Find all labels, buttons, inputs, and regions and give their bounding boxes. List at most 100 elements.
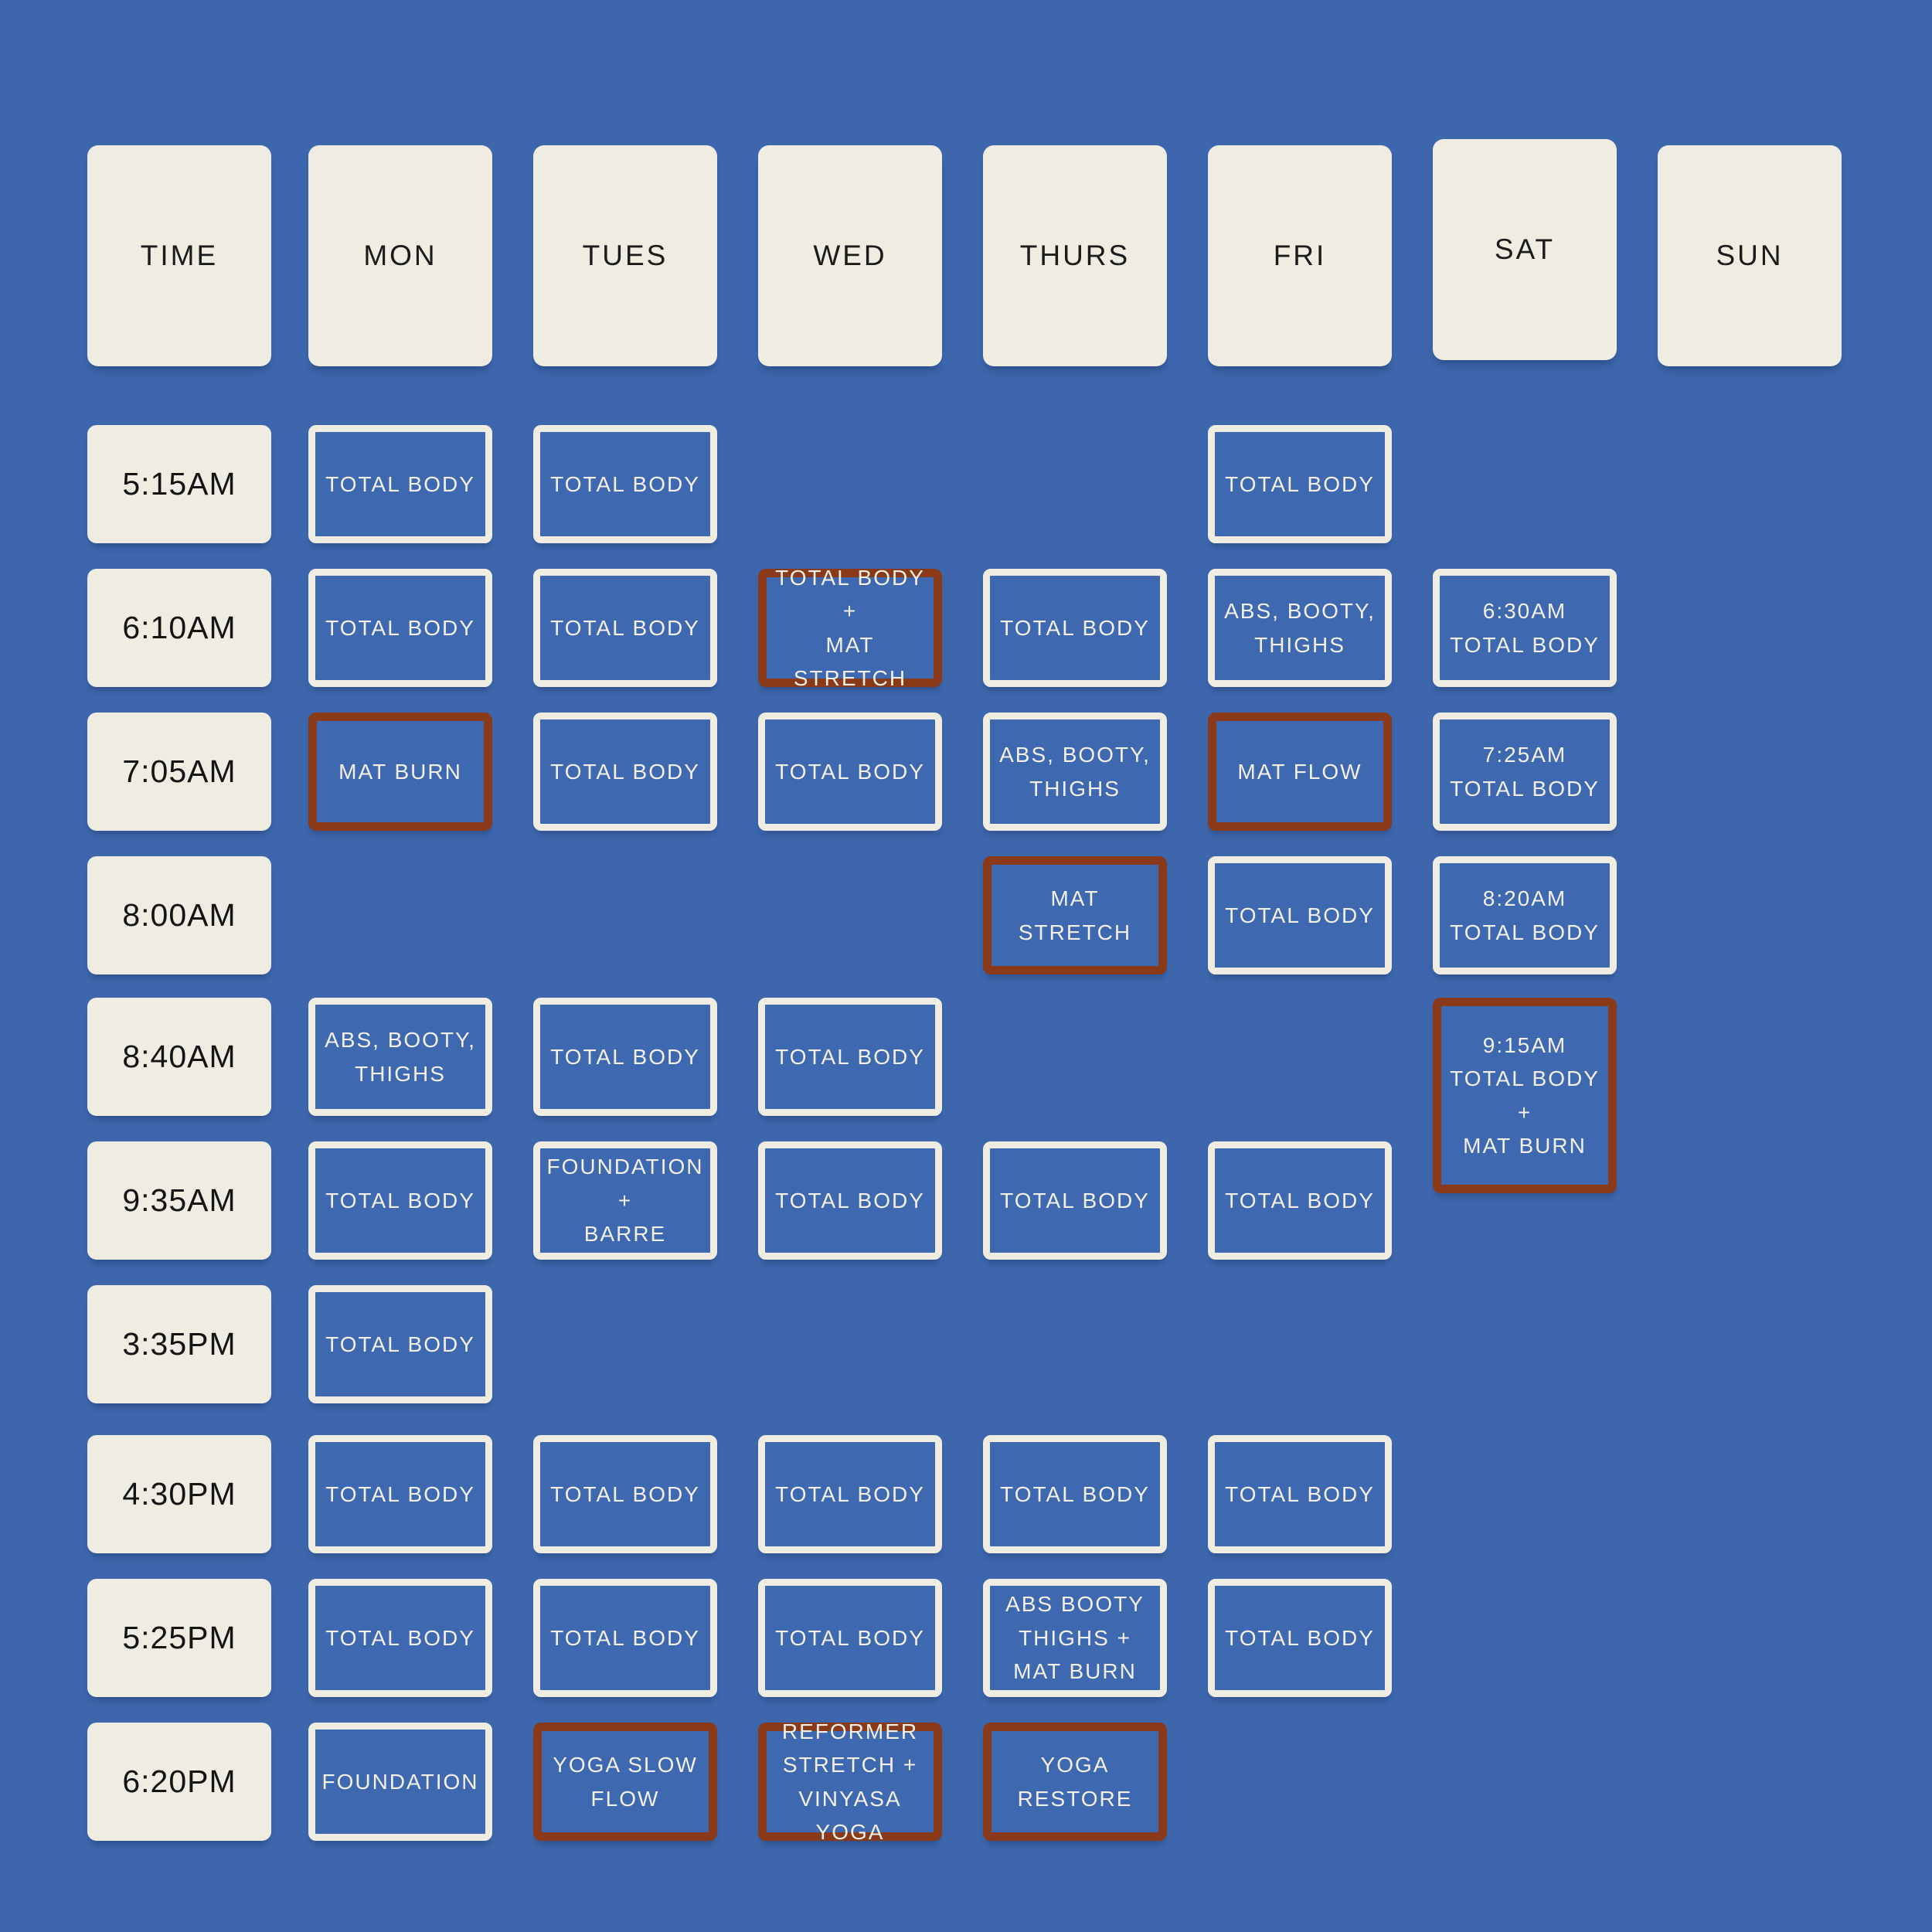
time-cell-3:35pm: 3:35PM — [87, 1285, 271, 1403]
class-cell-label: 9:15AM — [1482, 1032, 1567, 1057]
class-cell-mon-6:20pm: FOUNDATION — [308, 1723, 492, 1841]
class-cell-label: YOGA — [1040, 1753, 1110, 1777]
class-cell-label: TOTAL BODY — [325, 1332, 475, 1356]
class-cell-tues-6:10am: TOTAL BODY — [533, 569, 717, 687]
class-cell-sat-8:40am: 9:15AM TOTAL BODY + MAT BURN — [1433, 998, 1617, 1193]
time-cell-7:05am: 7:05AM — [87, 713, 271, 831]
class-cell-mon-3:35pm: TOTAL BODY — [308, 1285, 492, 1403]
column-header-sat: SAT — [1433, 139, 1617, 360]
class-cell-mon-7:05am: MAT BURN — [308, 713, 492, 831]
class-cell-label: BARRE — [583, 1222, 667, 1247]
class-cell-label: FOUNDATION — [321, 1769, 479, 1794]
time-cell-6:20pm: 6:20PM — [87, 1723, 271, 1841]
class-cell-label: TOTAL BODY — [1225, 1625, 1375, 1650]
class-cell-label: FOUNDATION + — [546, 1155, 704, 1213]
class-cell-fri-6:10am: ABS, BOOTY,THIGHS — [1208, 569, 1392, 687]
class-cell-mon-6:10am: TOTAL BODY — [308, 569, 492, 687]
class-cell-label: TOTAL BODY — [775, 1188, 925, 1213]
class-cell-label: TOTAL BODY — [550, 615, 700, 640]
class-cell-label: TOTAL BODY — [775, 1044, 925, 1069]
class-cell-label: MAT FLOW — [1237, 759, 1362, 784]
class-cell-label: TOTAL BODY — [775, 1481, 925, 1506]
class-cell-tues-4:30pm: TOTAL BODY — [533, 1435, 717, 1553]
column-header-wed: WED — [758, 145, 942, 366]
class-cell-label: TOTAL BODY — [325, 615, 475, 640]
class-cell-label: TOTAL BODY — [1225, 903, 1375, 927]
class-cell-label: TOTAL BODY — [1000, 615, 1150, 640]
class-cell-fri-5:15am: TOTAL BODY — [1208, 425, 1392, 543]
class-cell-sat-6:10am: 6:30AM TOTAL BODY — [1433, 569, 1617, 687]
class-cell-wed-7:05am: TOTAL BODY — [758, 713, 942, 831]
column-header-mon: MON — [308, 145, 492, 366]
column-header-tues: TUES — [533, 145, 717, 366]
class-cell-label: STRETCH + — [782, 1753, 918, 1777]
class-cell-sat-7:05am: 7:25AM TOTAL BODY — [1433, 713, 1617, 831]
class-cell-label: TOTAL BODY — [775, 1625, 925, 1650]
class-cell-label: TOTAL BODY — [1450, 1066, 1600, 1091]
class-cell-label: TOTAL BODY — [325, 1188, 475, 1213]
column-header-thurs: THURS — [983, 145, 1167, 366]
class-cell-label: REFORMER — [781, 1719, 919, 1743]
time-cell-5:25pm: 5:25PM — [87, 1579, 271, 1697]
class-cell-label: TOTAL BODY — [775, 759, 925, 784]
class-cell-label: THIGHS + — [1019, 1625, 1131, 1650]
class-cell-tues-7:05am: TOTAL BODY — [533, 713, 717, 831]
class-cell-wed-6:20pm: REFORMER STRETCH + VINYASA YOGA — [758, 1719, 942, 1844]
class-cell-label: TOTAL BODY — [325, 1481, 475, 1506]
class-cell-thurs-6:20pm: YOGA RESTORE — [983, 1723, 1167, 1841]
class-cell-tues-8:40am: TOTAL BODY — [533, 998, 717, 1116]
time-cell-8:00am: 8:00AM — [87, 856, 271, 975]
class-cell-label: FLOW — [590, 1786, 660, 1811]
class-cell-fri-4:30pm: TOTAL BODY — [1208, 1435, 1392, 1553]
column-header-sun: SUN — [1658, 145, 1842, 366]
class-cell-label: TOTAL BODY — [550, 471, 700, 496]
class-cell-label: THIGHS — [1029, 776, 1121, 801]
time-cell-6:10am: 6:10AM — [87, 569, 271, 687]
class-cell-tues-5:15am: TOTAL BODY — [533, 425, 717, 543]
class-cell-mon-5:25pm: TOTAL BODY — [308, 1579, 492, 1697]
class-cell-label: TOTAL BODY + — [775, 565, 925, 624]
column-header-fri: FRI — [1208, 145, 1392, 366]
class-cell-label: VINYASA YOGA — [798, 1786, 902, 1844]
class-cell-label: TOTAL BODY — [1450, 632, 1600, 657]
class-cell-label: TOTAL BODY — [1450, 776, 1600, 801]
class-cell-label: ABS, BOOTY, — [325, 1028, 476, 1053]
class-cell-label: YOGA SLOW — [553, 1753, 698, 1777]
class-cell-label: TOTAL BODY — [325, 1625, 475, 1650]
class-cell-label: MAT BURN — [1013, 1659, 1137, 1684]
class-cell-label: ABS BOOTY — [1005, 1592, 1145, 1617]
class-cell-label: TOTAL BODY — [1225, 471, 1375, 496]
class-cell-label: MAT STRETCH — [1018, 886, 1132, 944]
class-cell-thurs-9:35am: TOTAL BODY — [983, 1141, 1167, 1260]
class-cell-label: 7:25AM — [1482, 743, 1567, 767]
class-cell-wed-9:35am: TOTAL BODY — [758, 1141, 942, 1260]
time-cell-8:40am: 8:40AM — [87, 998, 271, 1116]
class-cell-label: 6:30AM — [1482, 599, 1567, 624]
class-cell-thurs-4:30pm: TOTAL BODY — [983, 1435, 1167, 1553]
class-cell-tues-5:25pm: TOTAL BODY — [533, 1579, 717, 1697]
class-cell-label: MAT BURN — [1463, 1133, 1587, 1158]
class-cell-label: MAT BURN — [338, 759, 462, 784]
class-cell-wed-8:40am: TOTAL BODY — [758, 998, 942, 1116]
class-cell-label: TOTAL BODY — [550, 1625, 700, 1650]
class-cell-wed-4:30pm: TOTAL BODY — [758, 1435, 942, 1553]
class-cell-fri-5:25pm: TOTAL BODY — [1208, 1579, 1392, 1697]
class-cell-sat-8:00am: 8:20AM TOTAL BODY — [1433, 856, 1617, 975]
time-cell-4:30pm: 4:30PM — [87, 1435, 271, 1553]
class-cell-label: TOTAL BODY — [325, 471, 475, 496]
class-cell-label: TOTAL BODY — [1450, 920, 1600, 944]
class-cell-thurs-5:25pm: ABS BOOTY THIGHS + MAT BURN — [983, 1579, 1167, 1697]
class-cell-label: 8:20AM — [1482, 886, 1567, 911]
class-cell-fri-8:00am: TOTAL BODY — [1208, 856, 1392, 975]
class-cell-label: THIGHS — [1254, 632, 1345, 657]
class-cell-mon-9:35am: TOTAL BODY — [308, 1141, 492, 1260]
time-cell-9:35am: 9:35AM — [87, 1141, 271, 1260]
class-cell-label: TOTAL BODY — [1225, 1481, 1375, 1506]
class-cell-label: ABS, BOOTY, — [999, 743, 1151, 767]
class-cell-label: RESTORE — [1017, 1786, 1133, 1811]
time-cell-5:15am: 5:15AM — [87, 425, 271, 543]
class-cell-thurs-8:00am: MAT STRETCH — [983, 856, 1167, 975]
class-cell-label: TOTAL BODY — [1000, 1188, 1150, 1213]
class-cell-label: + — [1517, 1100, 1532, 1124]
